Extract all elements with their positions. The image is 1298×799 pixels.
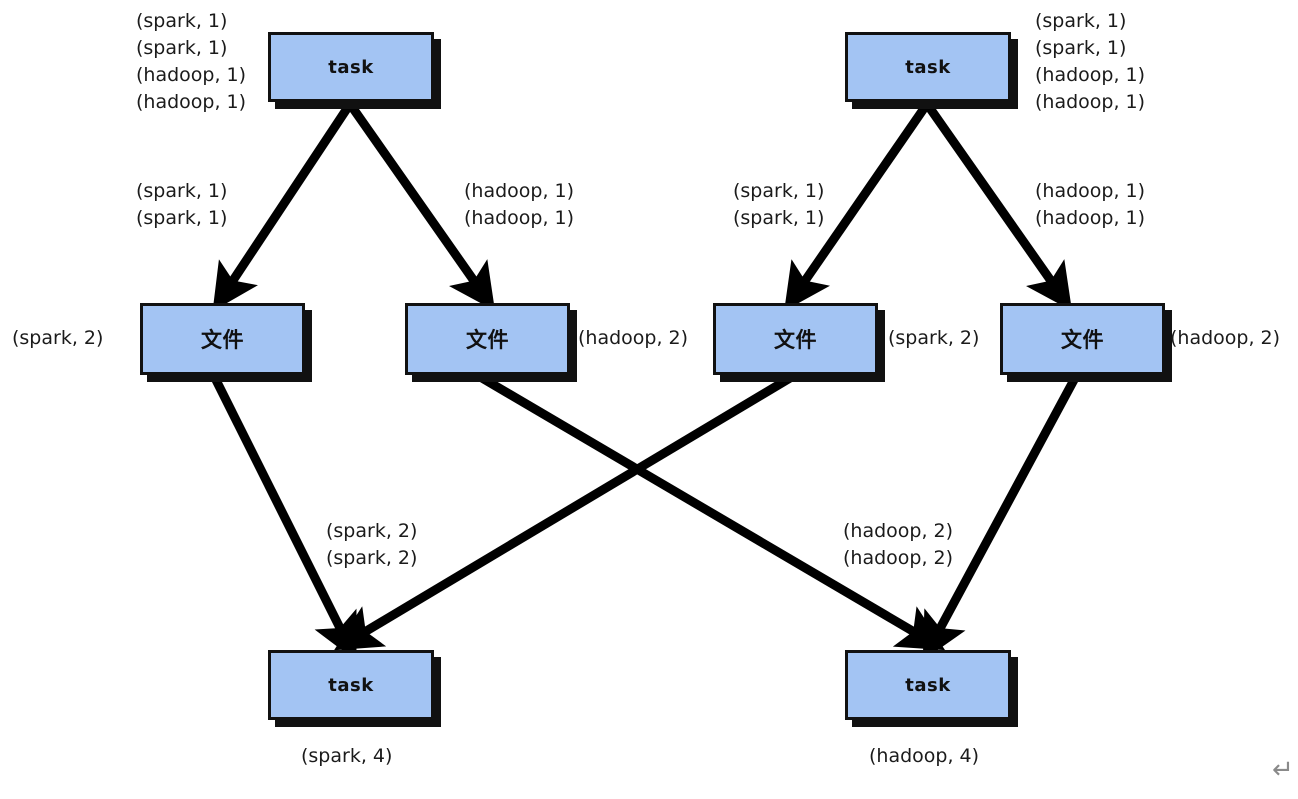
edge-maptask-left-to-file-1 xyxy=(212,101,354,312)
node-map-task-right[interactable]: task xyxy=(845,32,1011,102)
pair-line: (spark, 1) xyxy=(136,207,228,229)
pair-line: (hadoop, 1) xyxy=(464,207,575,229)
pair-line: (spark, 2) xyxy=(888,327,980,349)
node-label: 文件 xyxy=(1061,328,1104,352)
label-map-task-left-input: (spark, 1) (spark, 1) (hadoop, 1) (hadoo… xyxy=(136,8,246,116)
pair-line: (spark, 4) xyxy=(301,745,393,767)
return-arrow-icon: ↵ xyxy=(1272,755,1294,785)
pair-line: (spark, 1) xyxy=(136,180,228,202)
edge-file-2-to-reduce-right xyxy=(479,374,946,651)
node-label: task xyxy=(328,674,374,696)
node-reduce-task-left[interactable]: task xyxy=(268,650,434,720)
label-file-4-output: (hadoop, 2) xyxy=(1170,325,1280,352)
label-edge-left-hadoop: (hadoop, 1) (hadoop, 1) xyxy=(464,178,574,232)
pair-line: (hadoop, 1) xyxy=(464,180,575,202)
pair-line: (spark, 1) xyxy=(733,180,825,202)
pair-line: (hadoop, 1) xyxy=(1035,180,1146,202)
node-label: task xyxy=(905,674,951,696)
label-edge-right-spark: (spark, 1) (spark, 1) xyxy=(733,178,824,232)
node-label: 文件 xyxy=(466,328,509,352)
pair-line: (spark, 1) xyxy=(1035,37,1127,59)
edge-file-1-to-reduce-left xyxy=(210,375,357,661)
pair-line: (spark, 2) xyxy=(12,327,104,349)
edge-maptask-left-to-file-2 xyxy=(346,101,496,311)
edge-file-3-to-reduce-left xyxy=(334,374,793,651)
label-map-task-right-input: (spark, 1) (spark, 1) (hadoop, 1) (hadoo… xyxy=(1035,8,1145,116)
label-reduce-left-input: (spark, 2) (spark, 2) xyxy=(326,518,417,572)
label-reduce-right-input: (hadoop, 2) (hadoop, 2) xyxy=(843,518,953,572)
node-label: task xyxy=(905,56,951,78)
pair-line: (hadoop, 1) xyxy=(1035,207,1146,229)
node-label: 文件 xyxy=(774,328,817,352)
pair-line: (hadoop, 1) xyxy=(1035,91,1146,113)
pair-line: (hadoop, 2) xyxy=(843,547,954,569)
pair-line: (hadoop, 2) xyxy=(1170,327,1281,349)
edge-file-4-to-reduce-right xyxy=(922,375,1079,661)
pair-line: (hadoop, 1) xyxy=(1035,64,1146,86)
node-file-2[interactable]: 文件 xyxy=(405,303,570,375)
pair-line: (hadoop, 2) xyxy=(843,520,954,542)
label-file-2-output: (hadoop, 2) xyxy=(578,325,688,352)
node-file-1[interactable]: 文件 xyxy=(140,303,305,375)
pair-line: (spark, 1) xyxy=(1035,10,1127,32)
pair-line: (spark, 1) xyxy=(136,10,228,32)
node-reduce-task-right[interactable]: task xyxy=(845,650,1011,720)
pair-line: (spark, 2) xyxy=(326,547,418,569)
pair-line: (hadoop, 2) xyxy=(578,327,689,349)
node-file-3[interactable]: 文件 xyxy=(713,303,878,375)
pair-line: (hadoop, 4) xyxy=(869,745,980,767)
node-label: 文件 xyxy=(201,328,244,352)
node-map-task-left[interactable]: task xyxy=(268,32,434,102)
pair-line: (hadoop, 1) xyxy=(136,64,247,86)
label-file-1-output: (spark, 2) xyxy=(12,325,103,352)
label-reduce-right-output: (hadoop, 4) xyxy=(869,743,979,770)
node-label: task xyxy=(328,56,374,78)
pair-line: (spark, 2) xyxy=(326,520,418,542)
label-reduce-left-output: (spark, 4) xyxy=(301,743,392,770)
pair-line: (spark, 1) xyxy=(733,207,825,229)
label-file-3-output: (spark, 2) xyxy=(888,325,979,352)
label-edge-left-spark: (spark, 1) (spark, 1) xyxy=(136,178,227,232)
node-file-4[interactable]: 文件 xyxy=(1000,303,1165,375)
label-edge-right-hadoop: (hadoop, 1) (hadoop, 1) xyxy=(1035,178,1145,232)
pair-line: (hadoop, 1) xyxy=(136,91,247,113)
pair-line: (spark, 1) xyxy=(136,37,228,59)
